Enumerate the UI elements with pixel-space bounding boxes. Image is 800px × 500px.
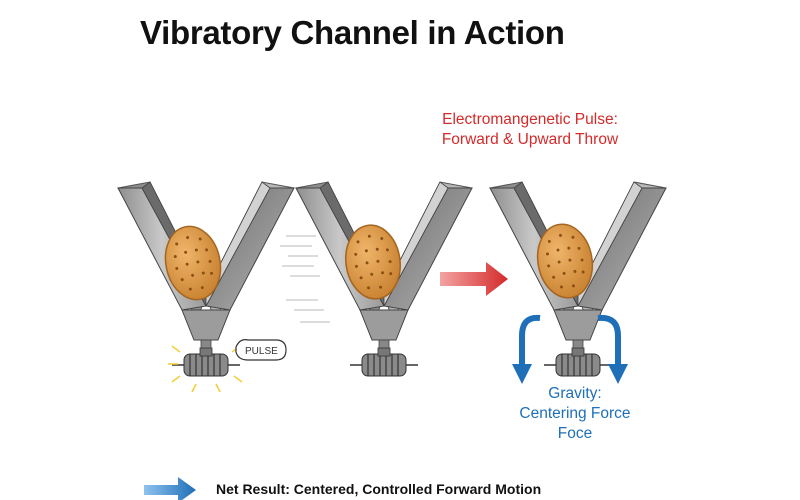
channel-stage-3 [489, 181, 667, 384]
net-result-caption: Net Result: Centered, Controlled Forward… [216, 481, 542, 497]
pulse-tag: PULSE [235, 339, 287, 361]
electromagnet-coil-2 [349, 347, 419, 377]
gravity-arrow-left-icon [512, 314, 541, 384]
electromagnet-coil-3 [543, 347, 613, 377]
forward-throw-arrow [440, 262, 508, 296]
gravity-arrow-right-icon [597, 314, 628, 384]
channel-stage-1: PULSE [117, 181, 295, 393]
channel-stage-2 [280, 181, 473, 377]
pulse-tag-text: PULSE [245, 346, 278, 357]
pulse-annotation-line2: Forward & Upward Throw [441, 131, 619, 148]
gravity-annotation-line1: Gravity: [548, 385, 602, 402]
pulse-annotation: Electromangenetic Pulse: Forward & Upwar… [400, 110, 660, 150]
pulse-annotation-line1: Electromangenetic Pulse: [442, 111, 618, 128]
gravity-annotation: Gravity: Centering Force Foсe [490, 384, 660, 444]
motion-blur-lines [280, 235, 330, 323]
net-result-arrow [144, 477, 196, 500]
diagram-title: Vibratory Channel in Action [140, 14, 565, 51]
gravity-annotation-line3: Foсe [557, 425, 593, 442]
electromagnet-coil-1 [171, 347, 241, 377]
gravity-annotation-line2: Centering Force [519, 405, 631, 422]
